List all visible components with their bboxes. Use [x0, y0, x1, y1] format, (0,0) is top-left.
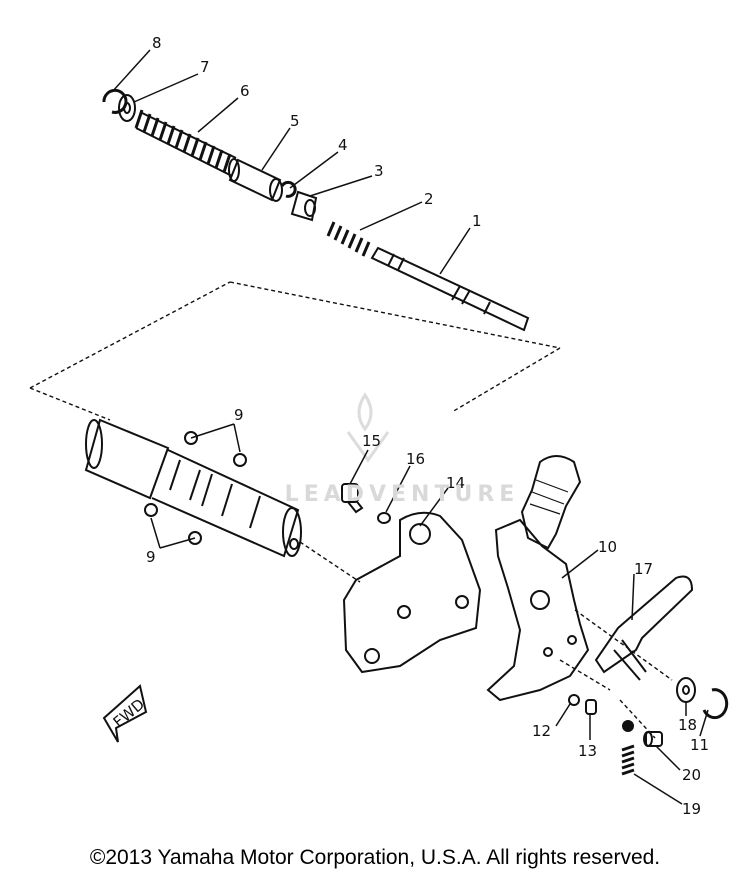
callout-labels: 8 7 6 5 4 3 2 1 9 9 15 16 14 10 17 12 13… — [110, 34, 709, 818]
part-1-shaft — [370, 246, 530, 332]
callout-19: 19 — [682, 800, 701, 818]
watermark-text: LEADVENTURE — [284, 482, 520, 507]
callout-2: 2 — [424, 190, 434, 208]
callout-1: 1 — [472, 212, 482, 230]
part-16-washer — [377, 512, 391, 524]
part-18-washer — [676, 677, 696, 703]
part-14-bracket — [342, 511, 482, 674]
part-9-shift-drum — [84, 418, 302, 558]
part-6-spring — [134, 109, 237, 177]
callout-12: 12 — [532, 722, 551, 740]
fwd-arrow-icon — [102, 684, 148, 743]
part-7-washer — [118, 94, 136, 122]
part-10-shift-pedal — [486, 455, 590, 702]
part-4-circlip — [280, 180, 297, 198]
callout-17: 17 — [634, 560, 653, 578]
part-17-lever — [594, 575, 694, 681]
part-13-pin — [585, 699, 597, 715]
part-11-circlip — [702, 688, 729, 720]
callout-16: 16 — [406, 450, 425, 468]
callout-11: 11 — [690, 736, 709, 754]
callout-5: 5 — [290, 112, 300, 130]
part-3-bushing — [290, 190, 318, 222]
part-19-spring — [621, 744, 635, 776]
leader-lines — [111, 49, 709, 805]
callout-10: 10 — [598, 538, 617, 556]
fwd-label: FWD — [110, 695, 148, 731]
callout-15: 15 — [362, 432, 381, 450]
dashed-assembly-lines — [29, 281, 673, 739]
callout-20: 20 — [682, 766, 701, 784]
part-20-pin — [622, 720, 663, 747]
part-2-spring — [326, 221, 371, 257]
callout-9-upper: 9 — [234, 406, 244, 424]
part-8-circlip — [102, 88, 128, 114]
callout-14: 14 — [446, 474, 465, 492]
part-5-collar — [228, 158, 283, 202]
callout-6: 6 — [240, 82, 250, 100]
callout-3: 3 — [374, 162, 384, 180]
callout-7: 7 — [200, 58, 210, 76]
copyright-footer: ©2013 Yamaha Motor Corporation, U.S.A. A… — [89, 846, 661, 869]
callout-9-lower: 9 — [146, 548, 156, 566]
part-12-ball — [568, 694, 580, 706]
watermark-logo — [346, 392, 390, 463]
callout-18: 18 — [678, 716, 697, 734]
callout-8: 8 — [152, 34, 162, 52]
callout-13: 13 — [578, 742, 597, 760]
callout-4: 4 — [338, 136, 348, 154]
